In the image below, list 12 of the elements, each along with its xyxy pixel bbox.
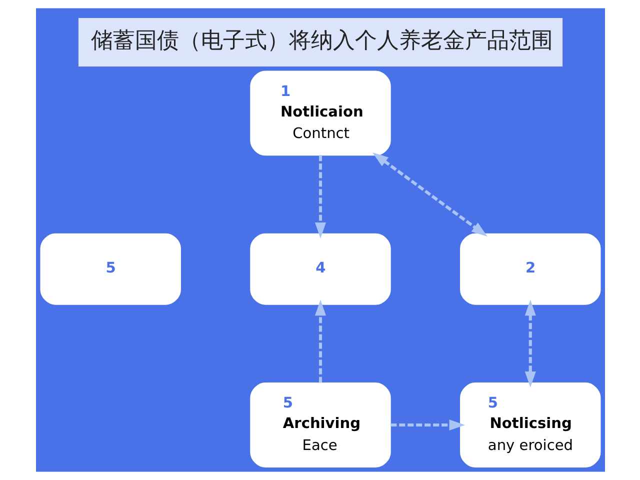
arrow (372, 152, 487, 236)
arrow (524, 300, 536, 388)
node-box: 5 Notlicsing any eroiced (460, 382, 600, 468)
arrow (314, 155, 326, 238)
node-box: 5 (40, 233, 180, 305)
arrow (390, 419, 465, 431)
node-box: 5 Archiving Eace (250, 382, 390, 468)
node-box: 2 (460, 233, 600, 305)
node-box: 4 (250, 233, 390, 305)
diagram-title: 储蓄国债（电子式）将纳入个人养老金产品范围 (90, 28, 553, 54)
arrow (314, 300, 326, 383)
node-box: 1 Notlicaion Contnct (250, 70, 390, 156)
